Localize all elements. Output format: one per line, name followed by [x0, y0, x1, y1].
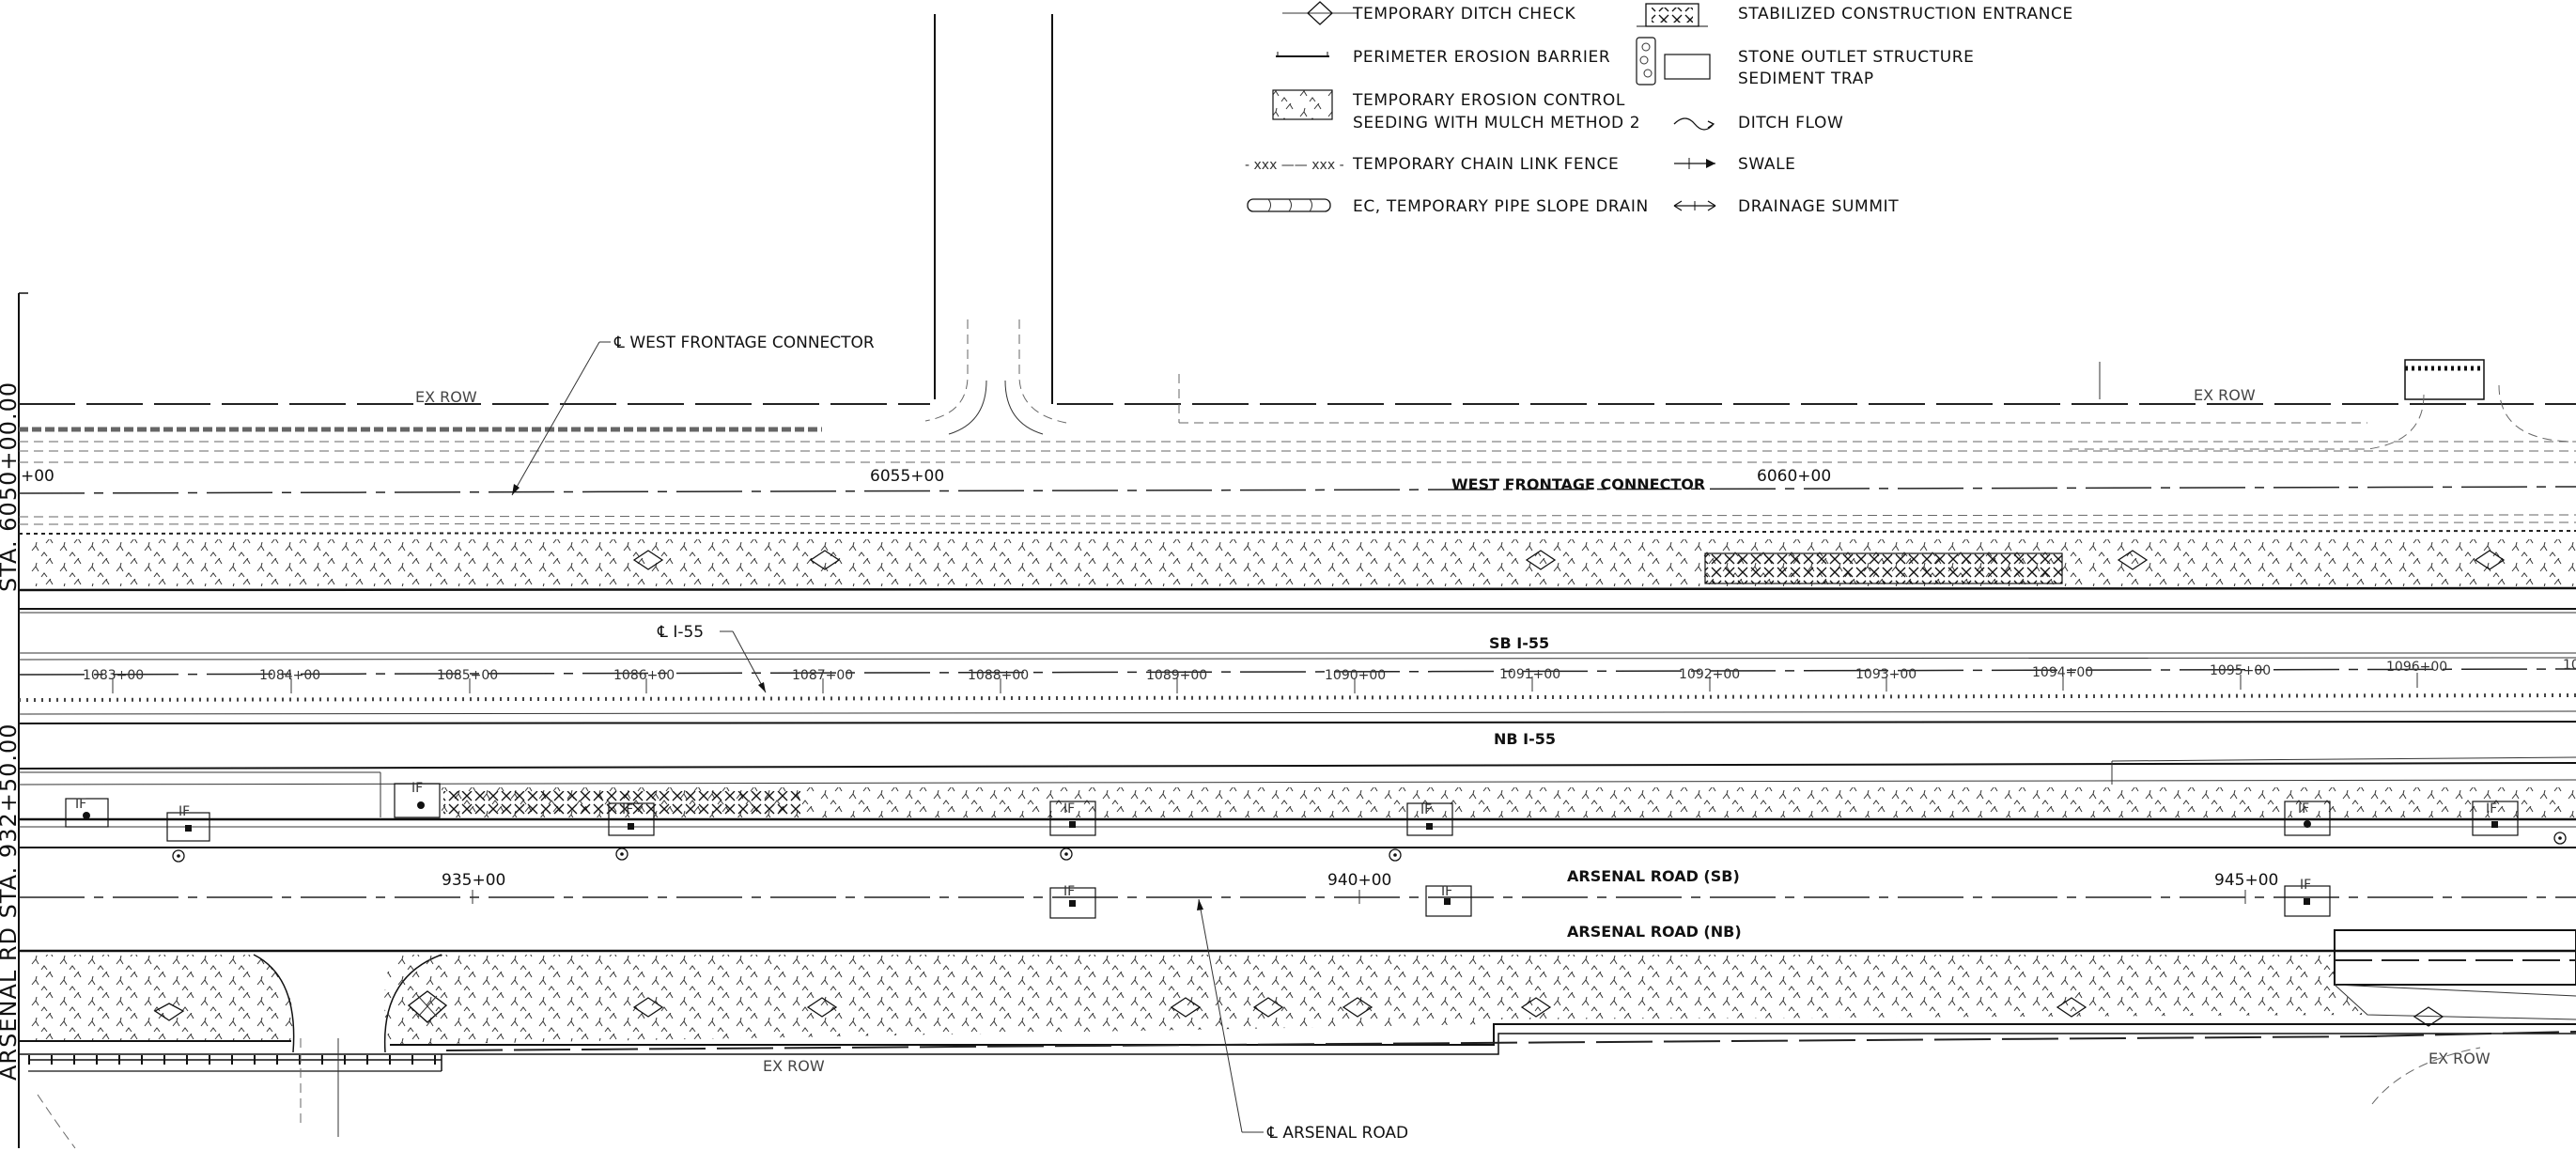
inlet-filter-icon: [1406, 802, 1453, 836]
ex-row-label-arsenal-left: EX ROW: [763, 1057, 825, 1075]
i55-station: 1096+00: [2386, 660, 2447, 675]
legend: TEMPORARY DITCH CHECK PERIMETER EROSION …: [1245, 1, 2073, 216]
swale-icon: [1674, 158, 1715, 169]
arsenal-nb-label: ARSENAL ROAD (NB): [1567, 923, 1742, 941]
frontage-station-partial: +00: [21, 467, 54, 486]
inlet-filter-icon: [608, 802, 655, 836]
sediment-trap-icon: [1636, 37, 1711, 86]
inlet-filter-icon: [2284, 801, 2331, 836]
i55-station: 1092+00: [1679, 667, 1740, 682]
frontage-station-6060: 6060+00: [1757, 467, 1831, 486]
match-station-frontage: STA. 6050+00.00: [0, 381, 22, 592]
chain-link-fence-icon: - xxx —— xxx -: [1245, 158, 1344, 173]
arsenal-station-945: 945+00: [2214, 871, 2278, 890]
frontage-station-6055: 6055+00: [870, 467, 944, 486]
inlet-filter-icon: [166, 812, 210, 842]
west-frontage-callout: [511, 341, 611, 496]
i55-station: 1091+00: [1499, 667, 1560, 682]
if-label: IF: [1420, 802, 1432, 817]
arsenal-sb-geometry: [18, 756, 2576, 953]
erosion-barrier-icon: [1276, 52, 1329, 57]
arsenal-sb-label: ARSENAL ROAD (SB): [1567, 867, 1740, 885]
if-label: IF: [75, 797, 86, 812]
i55-station: 1095+00: [2210, 663, 2271, 678]
inlet-filter-icon: [1049, 801, 1096, 836]
i55-mainline-geometry: [18, 612, 2576, 770]
i55-station-labels: 1083+00 1084+00 1085+00 1086+00 1087+00 …: [83, 658, 2576, 683]
i55-station: 1094+00: [2032, 665, 2093, 680]
legend-summit-label: DRAINAGE SUMMIT: [1738, 197, 1899, 216]
match-station-arsenal: ARSENAL RD STA. 932+50.00: [0, 723, 22, 1081]
i55-station: 1087+00: [792, 668, 853, 683]
west-frontage-connector-geometry: [18, 14, 2576, 610]
if-label: IF: [2298, 801, 2309, 817]
legend-ditch-flow-label: DITCH FLOW: [1738, 114, 1843, 132]
inlet-filters: [65, 783, 2519, 919]
ex-row-label-arsenal-right: EX ROW: [2429, 1050, 2491, 1067]
i55-station: 1090+00: [1325, 668, 1386, 683]
ditch-flow-icon: [1673, 117, 1715, 131]
arsenal-callout: [1197, 898, 1264, 1133]
legend-trap-label: STONE OUTLET STRUCTURE: [1738, 48, 1975, 67]
inlet-filter-icon: [65, 798, 109, 828]
inlet-filter-icon: [1049, 887, 1096, 919]
arsenal-centerline-note: ℄ ARSENAL ROAD: [1266, 1124, 1408, 1143]
ex-row-label-frontage-left: EX ROW: [415, 388, 477, 406]
legend-fence-label: TEMPORARY CHAIN LINK FENCE: [1352, 155, 1619, 174]
i55-station-ticks: [112, 673, 2418, 693]
if-label: IF: [1441, 884, 1452, 899]
i55-station: 1089+00: [1146, 668, 1207, 683]
arsenal-station-935: 935+00: [442, 871, 505, 890]
inlet-filter-icon: [2284, 885, 2331, 917]
inlet-filter-labels: IF IF IF IF IF IF IF IF IF IF IF: [75, 781, 2497, 899]
if-label: IF: [1063, 884, 1075, 899]
if-label: IF: [411, 781, 423, 796]
sb-i55-label: SB I-55: [1489, 634, 1549, 652]
if-label: IF: [178, 804, 190, 819]
inlet-filter-icon: [1425, 885, 1472, 917]
legend-trap-label-2: SEDIMENT TRAP: [1738, 70, 1874, 88]
if-label: IF: [622, 802, 633, 817]
i55-callout: [720, 630, 767, 693]
arsenal-station-940: 940+00: [1327, 871, 1391, 890]
i55-station: 1085+00: [437, 668, 498, 683]
construction-entrance-icon: [1637, 3, 1708, 27]
ditch-check-icon: [1282, 1, 1358, 25]
i55-station: 10: [2563, 658, 2576, 673]
i55-station: 1084+00: [259, 668, 320, 683]
pipe-slope-drain-icon: [1247, 198, 1331, 212]
arsenal-nb-geometry: [19, 929, 2576, 1149]
legend-erosion-barrier-label: PERIMETER EROSION BARRIER: [1353, 48, 1610, 67]
i55-centerline-note: ℄ I-55: [657, 623, 704, 642]
legend-entrance-label: STABILIZED CONSTRUCTION ENTRANCE: [1738, 5, 2073, 23]
legend-swale-label: SWALE: [1738, 155, 1796, 174]
ex-row-label-frontage-right: EX ROW: [2194, 386, 2256, 404]
west-frontage-road-label: WEST FRONTAGE CONNECTOR: [1451, 475, 1705, 493]
i55-station: 1088+00: [968, 668, 1029, 683]
i55-station: 1093+00: [1855, 667, 1916, 682]
west-frontage-centerline-note: ℄ WEST FRONTAGE CONNECTOR: [613, 334, 875, 352]
i55-station: 1083+00: [83, 668, 144, 683]
legend-pipe-drain-label: EC, TEMPORARY PIPE SLOPE DRAIN: [1353, 197, 1649, 216]
legend-ditch-check-label: TEMPORARY DITCH CHECK: [1352, 5, 1576, 23]
seeding-mulch-icon: [1272, 89, 1333, 120]
sheet-left-border: [18, 292, 28, 1148]
i55-station: 1086+00: [613, 668, 675, 683]
drainage-summit-icon: [1673, 200, 1716, 211]
legend-seeding-label: TEMPORARY EROSION CONTROL: [1352, 91, 1625, 110]
inlet-filter-icon: [394, 783, 441, 818]
if-label: IF: [2486, 801, 2497, 817]
if-label: IF: [2300, 878, 2311, 893]
legend-seeding-label-2: SEEDING WITH MULCH METHOD 2: [1353, 114, 1640, 132]
nb-i55-label: NB I-55: [1494, 730, 1556, 748]
if-label: IF: [1063, 801, 1075, 817]
inlet-filter-icon: [2472, 801, 2519, 836]
